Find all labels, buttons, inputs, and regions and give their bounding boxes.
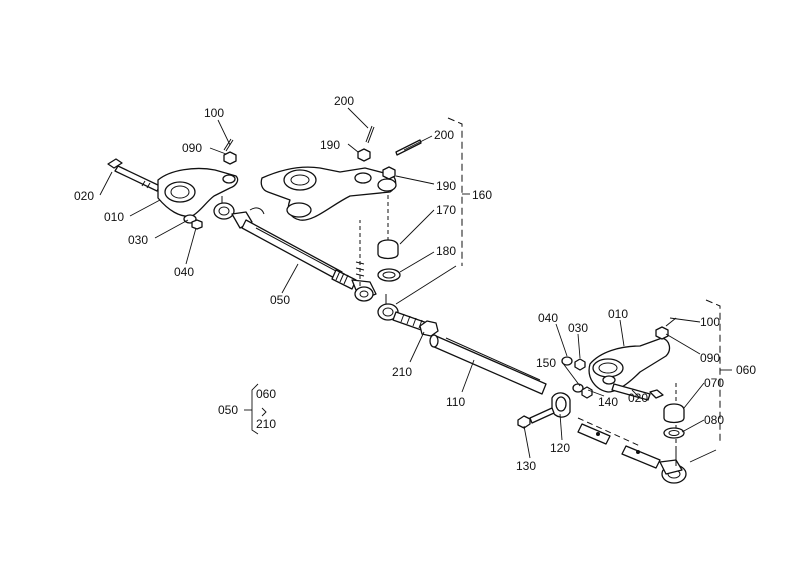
label-020-right: 020: [628, 391, 648, 405]
tube-110: [429, 334, 661, 469]
tie-rod-050: [213, 196, 377, 302]
label-210-rod: 210: [392, 365, 412, 379]
label-060: 060: [736, 363, 756, 377]
part-labels: 100 090 020 010 030 040 050 200 190 200 …: [74, 94, 756, 473]
label-080: 080: [704, 413, 724, 427]
label-190-right: 190: [436, 179, 456, 193]
label-030-right: 030: [568, 321, 588, 335]
ball-joint-170: [377, 195, 401, 282]
label-140: 140: [598, 395, 618, 409]
legend-child-bottom: 210: [256, 417, 276, 431]
label-170: 170: [436, 203, 456, 217]
label-120: 120: [550, 441, 570, 455]
label-090-left: 090: [182, 141, 202, 155]
tie-rod-end-210: [377, 294, 439, 337]
label-160: 160: [472, 188, 492, 202]
label-040-left: 040: [174, 265, 194, 279]
label-090-right: 090: [700, 351, 720, 365]
label-200-top: 200: [334, 94, 354, 108]
label-030-left: 030: [128, 233, 148, 247]
legend-parent: 050: [218, 403, 238, 417]
label-130: 130: [516, 459, 536, 473]
leader-lines: [99, 107, 717, 463]
label-100-left: 100: [204, 106, 224, 120]
assembly-legend: 050 060 210: [218, 387, 276, 431]
left-knuckle-arm: [107, 138, 239, 230]
label-110: 110: [446, 395, 465, 409]
right-tie-rod-end: [659, 380, 687, 484]
label-180: 180: [436, 244, 456, 258]
legend-child-top: 060: [256, 387, 276, 401]
bolt-020-left: [107, 158, 161, 192]
label-100-right: 100: [700, 315, 720, 329]
brackets: [244, 117, 732, 444]
label-010-left: 010: [104, 210, 124, 224]
label-050-rod: 050: [270, 293, 290, 307]
label-070: 070: [704, 376, 724, 390]
center-relay-arm: [249, 125, 422, 221]
label-020-left: 020: [74, 189, 94, 203]
label-190-top: 190: [320, 138, 340, 152]
label-040-right: 040: [538, 311, 558, 325]
label-200-right: 200: [434, 128, 454, 142]
label-150: 150: [536, 356, 556, 370]
right-knuckle-arm: [561, 317, 685, 439]
label-010-right: 010: [608, 307, 628, 321]
